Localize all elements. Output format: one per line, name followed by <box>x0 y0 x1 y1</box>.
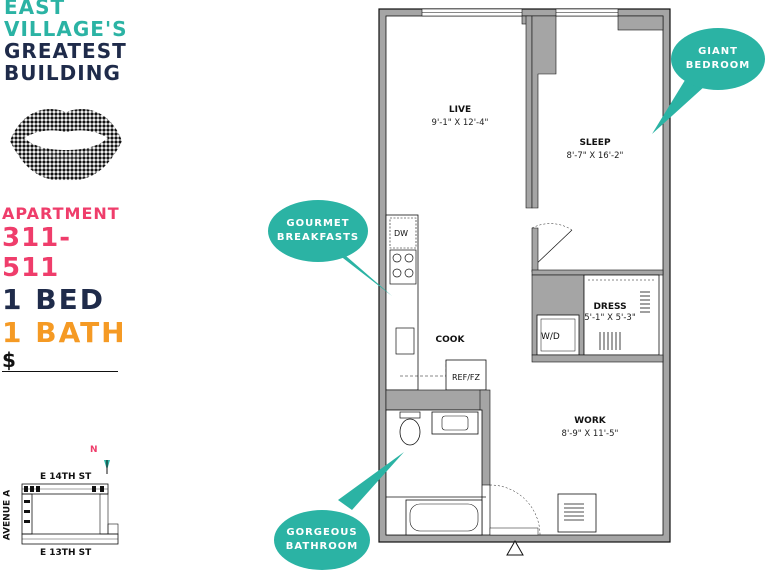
bathroom-count: 1 BATH <box>2 316 127 349</box>
callout-bedroom-line1: GIANT <box>698 46 738 57</box>
brand-line-2: VILLAGE'S <box>4 17 128 41</box>
brand-line-1: EAST <box>4 0 66 19</box>
callout-bathroom-line1: GORGEOUS <box>286 527 358 538</box>
room-cook-label: COOK <box>435 335 465 345</box>
apartment-label: APARTMENT <box>2 204 120 223</box>
price: $ <box>2 349 118 372</box>
dishwasher-label: DW <box>394 229 409 238</box>
left-panel: EAST VILLAGE'S GREATEST BUILDING APARTME… <box>0 0 130 576</box>
callout-kitchen-line2: BREAKFASTS <box>276 232 360 243</box>
apartment-info: APARTMENT 311-511 1 BED 1 BATH $ <box>2 204 127 372</box>
bedroom-count: 1 BED <box>2 283 105 316</box>
room-sleep-label: SLEEP <box>579 138 611 148</box>
brand-title: EAST VILLAGE'S GREATEST BUILDING <box>4 0 129 84</box>
lips-logo-icon <box>10 108 122 181</box>
map-drawing <box>21 460 119 545</box>
callout-bedroom-line2: BEDROOM <box>685 60 751 71</box>
room-work-label: WORK <box>574 416 606 426</box>
callout-bathroom-line2: BATHROOM <box>285 541 359 552</box>
floor-plan: LIVE 9'-1" X 12'-4" SLEEP 8'-7" X 16'-2"… <box>360 0 700 560</box>
room-dress-dim: 5'-1" X 5'-3" <box>584 313 636 323</box>
brand-line-3: GREATEST <box>4 39 127 63</box>
callout-bedroom: GIANT BEDROOM <box>671 28 765 90</box>
room-sleep-dim: 8'-7" X 16'-2" <box>566 151 624 161</box>
refrigerator-label: REF/FZ <box>452 373 480 382</box>
brand-line-4: BUILDING <box>4 61 121 85</box>
map-street-top: E 14TH ST <box>40 472 92 482</box>
room-work-dim: 8'-9" X 11'-5" <box>561 429 619 439</box>
room-live-dim: 9'-1" X 12'-4" <box>431 118 489 128</box>
floor-plan-drawing <box>378 8 671 556</box>
callout-kitchen: GOURMET BREAKFASTS <box>268 200 368 262</box>
map-north-label: N <box>90 445 98 455</box>
location-map: N E 14TH ST E 13TH ST AVENUE A <box>0 440 130 576</box>
room-dress-label: DRESS <box>593 302 627 312</box>
map-street-bottom: E 13TH ST <box>40 548 92 558</box>
room-live-label: LIVE <box>448 105 472 115</box>
apartment-number: 311-511 <box>2 223 72 283</box>
washer-dryer-label: W/D <box>541 332 560 342</box>
callout-kitchen-line1: GOURMET <box>286 218 350 229</box>
callout-bathroom: GORGEOUS BATHROOM <box>274 510 370 570</box>
